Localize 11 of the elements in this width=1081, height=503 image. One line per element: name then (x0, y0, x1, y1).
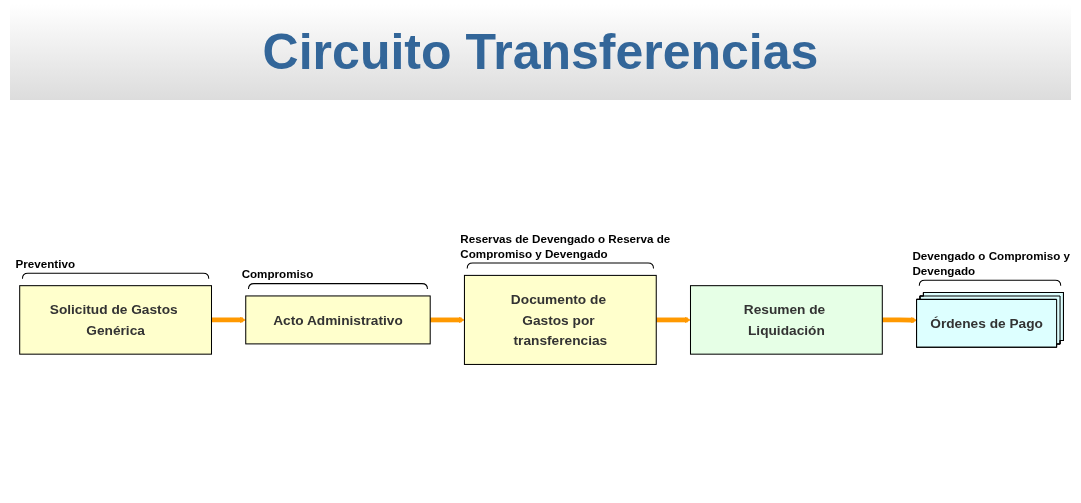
stage-label: Devengado o Compromiso y Devengado (911, 248, 1070, 277)
stage-label: Reservas de Devengado o Reserva de Compromiso y Devengado (459, 231, 670, 260)
node-box: Acto Administrativo (244, 294, 431, 344)
arrow (211, 316, 246, 323)
arrow (655, 316, 691, 323)
stage-label: Compromiso (241, 266, 313, 280)
node-box: Resumen de Liquidación (689, 284, 883, 355)
node-box: Documento de Gastos por transferencias (463, 274, 657, 365)
node-box: Solicitud de Gastos Genérica (18, 284, 212, 355)
stage-label: Preventivo (15, 256, 75, 270)
arrow (881, 316, 917, 323)
